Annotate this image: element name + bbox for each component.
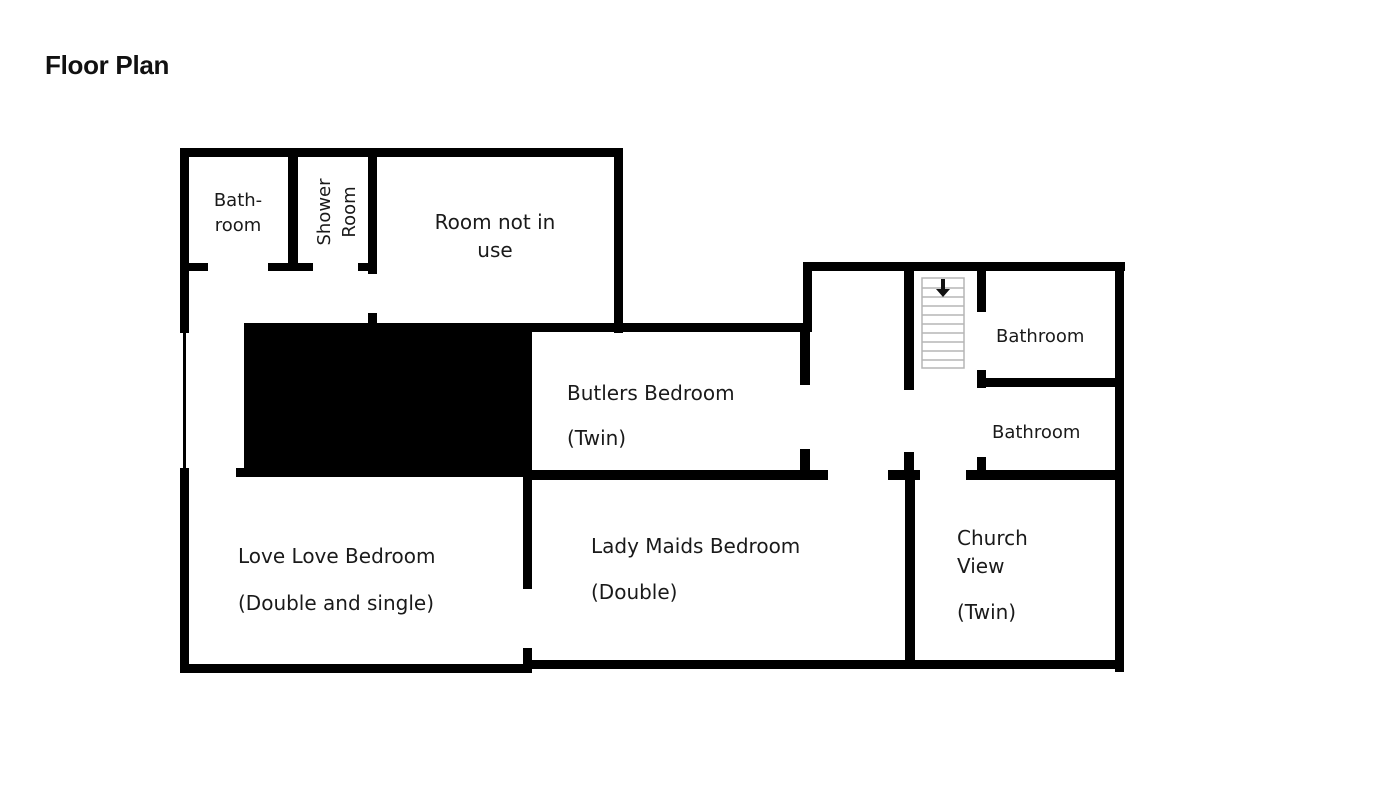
bathroom-right-upper-label: Bathroom xyxy=(996,326,1084,347)
stairs-icon xyxy=(921,277,965,369)
wall-bottom-left xyxy=(180,664,532,673)
room-not-in-use: Room not in use xyxy=(435,210,556,262)
lady-maids-bedroom-name: Lady Maids Bedroom xyxy=(591,534,800,558)
page-title: Floor Plan xyxy=(45,50,170,80)
wall-bath-lower-left xyxy=(977,457,986,479)
wall-butlers-right-upper xyxy=(800,323,810,385)
room-bathroom-right-upper: Bathroom xyxy=(996,326,1084,347)
love-love-bedroom-name: Love Love Bedroom xyxy=(238,544,436,568)
wall-right-outer xyxy=(1115,262,1124,672)
room-church-view: Church View (Twin) xyxy=(957,526,1028,624)
wall-bathrooms-divider xyxy=(977,378,1124,387)
butlers-bedroom-name: Butlers Bedroom xyxy=(567,381,735,405)
wall-stair-left-lower xyxy=(904,452,914,480)
church-view-type: (Twin) xyxy=(957,600,1016,624)
shower-room-label-line2: Room xyxy=(339,186,360,237)
wall-shower-room xyxy=(368,148,377,274)
room-not-in-use-label-line2: use xyxy=(477,238,512,262)
wall-shower-bottom xyxy=(358,263,376,271)
wall-room-not-in-use-right xyxy=(614,148,623,333)
bathroom-top-label-line2: room xyxy=(215,215,262,236)
lady-maids-bedroom-type: (Double) xyxy=(591,580,677,604)
room-not-in-use-label-line1: Room not in xyxy=(435,210,556,234)
shower-room-label-line1: Shower xyxy=(314,178,335,246)
room-bathroom-top: Bath- room xyxy=(214,190,262,236)
stairwell-void xyxy=(244,323,532,477)
wall-bath-bottom-left xyxy=(183,263,208,271)
room-butlers-bedroom: Butlers Bedroom (Twin) xyxy=(567,381,735,450)
wall-church-top xyxy=(966,470,1124,480)
arrow-down-icon xyxy=(936,279,950,297)
church-view-label-line1: Church xyxy=(957,526,1028,550)
butlers-bedroom-type: (Twin) xyxy=(567,426,626,450)
wall-love-love-right-lower xyxy=(523,648,532,673)
wall-love-love-right-upper xyxy=(523,474,532,589)
walls xyxy=(180,148,1125,673)
wall-left-jamb xyxy=(183,333,186,468)
wall-stair-left xyxy=(904,262,914,390)
wall-butlers-top xyxy=(528,323,808,332)
wall-bottom-right xyxy=(528,660,1124,669)
wall-butlers-right-lower xyxy=(800,449,810,479)
wall-church-left xyxy=(905,474,915,669)
wall-top-left xyxy=(180,148,623,157)
love-love-bedroom-type: (Double and single) xyxy=(238,591,434,615)
wall-right-block-top xyxy=(803,262,1125,271)
wall-right-block-left xyxy=(803,262,812,332)
room-shower-room: Shower Room xyxy=(314,178,360,246)
room-lady-maids-bedroom: Lady Maids Bedroom (Double) xyxy=(591,534,800,604)
wall-left-outer xyxy=(180,148,189,333)
wall-bath-upper-left xyxy=(977,262,986,312)
church-view-label-line2: View xyxy=(957,554,1004,578)
wall-stub-upper xyxy=(368,313,377,325)
bathroom-top-label-line1: Bath- xyxy=(214,190,262,211)
wall-butlers-bottom xyxy=(528,470,828,480)
wall-bath-shower xyxy=(288,148,298,270)
room-love-love-bedroom: Love Love Bedroom (Double and single) xyxy=(238,544,436,615)
wall-left-outer-lower xyxy=(180,468,189,673)
wall-bath-bottom-right xyxy=(268,263,313,271)
wall-void-bottom xyxy=(236,468,532,477)
bathroom-right-lower-label: Bathroom xyxy=(992,422,1080,443)
room-bathroom-right-lower: Bathroom xyxy=(992,422,1080,443)
